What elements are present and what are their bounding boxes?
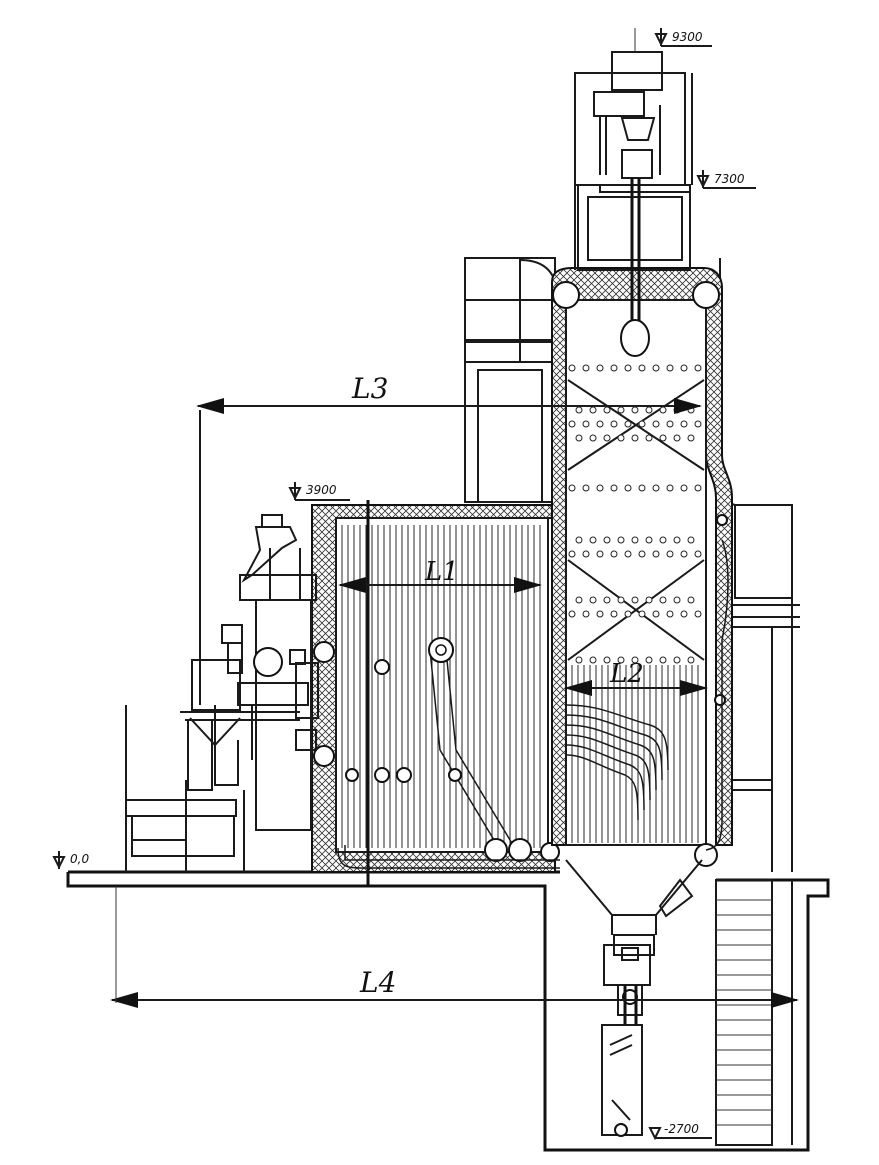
dim-label-L1: L1 [424,557,459,587]
top-collector [574,28,693,357]
riser-pipe [705,539,729,851]
ground-floor [66,870,830,1152]
level-0: 0,0 [70,852,89,866]
superheater-coils [565,704,669,821]
level-7300: 7300 [714,172,745,186]
shaft-supports [464,257,557,503]
furnace-downcomer [428,637,517,851]
shaft-walls [551,267,733,846]
tube-bank-circles [568,364,702,664]
dim-label-L4: L4 [359,966,396,999]
dimension-L1: L1 [338,557,542,593]
level-minus-2700: -2700 [664,1122,699,1136]
pit-stair [715,879,773,1146]
level-mark-9300: 9300 [654,28,712,47]
tube-bank-crosses [567,379,705,661]
level-9300: 9300 [672,30,703,44]
level-mark-0: 0,0 [52,851,89,870]
dim-label-L2: L2 [609,659,644,689]
fuel-feeder [125,514,319,872]
furnace-headers [313,641,560,862]
dim-label-L3: L3 [351,372,388,405]
dimension-L3: L3 [196,372,702,705]
level-mark-minus-2700: -2700 [648,1122,712,1141]
shaft-headers [552,281,728,867]
bottom-pipe [337,845,560,869]
ash-hopper [565,859,703,1137]
shaft-lower-tubes [571,665,699,843]
level-3900: 3900 [306,483,337,497]
level-mark-3900: 3900 [288,482,350,501]
dimension-L2: L2 [564,659,708,696]
level-mark-7300: 7300 [696,170,756,189]
dimension-L4: L4 [110,886,799,1008]
